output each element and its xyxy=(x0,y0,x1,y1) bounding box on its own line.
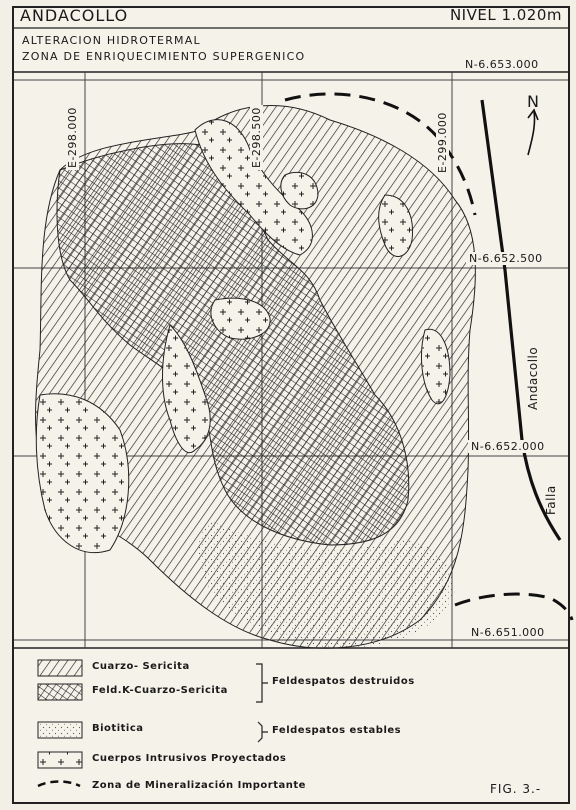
intrusive-body-center-east xyxy=(210,297,271,340)
intrusive-body-west xyxy=(35,393,130,554)
northing-label: N-6.653.000 xyxy=(462,58,542,71)
intrusive-body-northeast xyxy=(378,194,414,257)
legend-swatch-intrusivos xyxy=(37,751,83,769)
map-level: NIVEL 1.020m xyxy=(449,6,562,24)
easting-label: E-299.000 xyxy=(436,110,449,175)
fault-label-falla: Falla xyxy=(544,485,558,515)
legend-label: Biotitica xyxy=(92,723,144,734)
legend-swatch-feldk xyxy=(37,683,83,701)
mineralization-zone-boundary xyxy=(284,92,477,216)
easting-label: E-298.000 xyxy=(66,105,79,170)
legend-brace-stable xyxy=(257,721,268,743)
fault-label-andacollo: Andacollo xyxy=(526,346,540,410)
northing-label: N-6.652.500 xyxy=(466,252,546,265)
legend-swatch-biotitica xyxy=(37,721,83,739)
northing-label: N-6.652.000 xyxy=(468,440,548,453)
legend-brace-destroyed xyxy=(256,663,268,703)
map-title: ANDACOLLO xyxy=(20,6,129,25)
figure-label: FIG. 3.- xyxy=(490,782,542,796)
north-label: N xyxy=(527,92,540,111)
biotitica-zone xyxy=(198,520,455,649)
easting-label: E-298.500 xyxy=(250,105,263,170)
legend-group-destroyed: Feldespatos destruidos xyxy=(272,676,415,687)
legend-swatch-cuarzo-sericita xyxy=(37,659,83,677)
legend-label: Zona de Mineralización Importante xyxy=(92,780,306,791)
intrusive-body-east xyxy=(420,328,451,405)
legend-swatch-mineralizacion xyxy=(37,780,81,788)
mineralization-zone-boundary-south xyxy=(454,592,574,621)
northing-label: N-6.651.000 xyxy=(468,626,548,639)
intrusive-body-top xyxy=(280,171,319,210)
legend-label: Feld.K-Cuarzo-Sericita xyxy=(92,685,228,696)
intrusive-body-central xyxy=(162,324,211,453)
map-subtitle-line1: ALTERACION HIDROTERMAL xyxy=(22,34,201,47)
north-arrow-icon xyxy=(527,108,539,156)
falla-andacollo-fault xyxy=(480,99,562,541)
legend-label: Cuarzo- Sericita xyxy=(92,661,190,672)
intrusive-body-north xyxy=(194,119,313,256)
map-subtitle-line2: ZONA DE ENRIQUECIMIENTO SUPERGENICO xyxy=(22,50,306,63)
legend-group-stable: Feldespatos estables xyxy=(272,725,402,736)
legend-label: Cuerpos Intrusivos Proyectados xyxy=(92,753,287,764)
